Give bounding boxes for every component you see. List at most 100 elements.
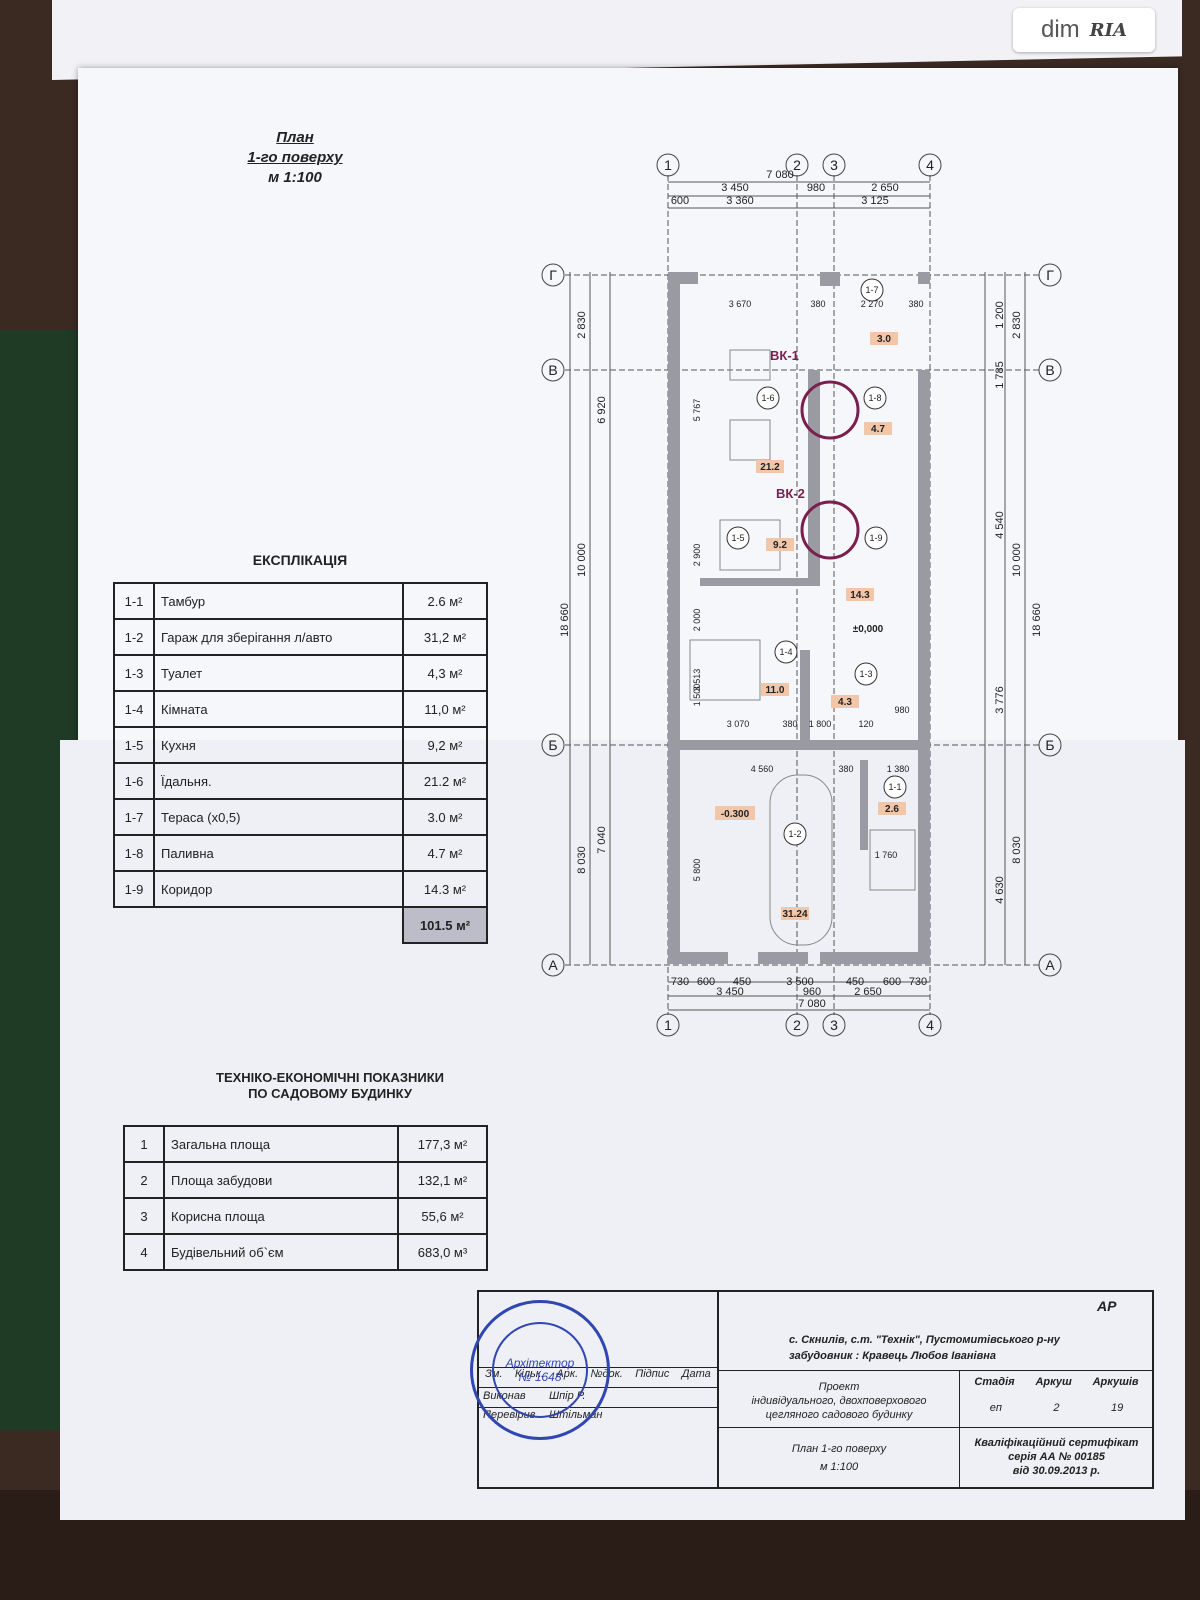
room-area-highlight <box>761 683 789 696</box>
explication-name: Кімната <box>153 690 404 728</box>
explication-area: 11,0 м² <box>402 690 488 728</box>
explication-name: Туалет <box>153 654 404 692</box>
dim-right-c: 1 785 <box>994 361 1006 389</box>
dim-ria-watermark: dim RIA <box>1013 8 1155 52</box>
dim-right-g: 3 776 <box>994 686 1006 714</box>
explication-num: 1-6 <box>113 762 155 800</box>
indicator-num: 4 <box>123 1233 165 1271</box>
room-id: 1-7 <box>865 285 878 295</box>
explication-name: Тераса (х0,5) <box>153 798 404 836</box>
dim-right-a: 2 830 <box>1011 311 1023 339</box>
room-area-highlight <box>870 332 898 345</box>
explication-area: 4,3 м² <box>402 654 488 692</box>
axis-bottom-3: 3 <box>830 1017 838 1033</box>
dim-bottom-j: 2 650 <box>854 986 882 998</box>
room-id: 1-9 <box>869 533 882 543</box>
stamp-inner: Архітектор № 1648 <box>492 1322 588 1418</box>
dim-bottom-b: 600 <box>697 976 715 988</box>
inner-dimension: 380 <box>810 299 825 309</box>
room-area-highlight <box>756 460 784 473</box>
room-marker-circle <box>783 822 807 846</box>
room-area: 11.0 <box>766 685 785 696</box>
room-area: 21.2 <box>760 462 780 473</box>
inner-dimension: 4 560 <box>751 764 774 774</box>
room-area-highlight <box>846 588 874 601</box>
indicator-num: 1 <box>123 1125 165 1163</box>
indicator-name: Площа забудови <box>163 1161 399 1199</box>
inner-dimension: 5 800 <box>692 859 702 882</box>
sheet-values: еп 2 19 <box>964 1402 1149 1414</box>
explication-total: 101.5 м² <box>402 906 488 944</box>
cert-line2: серія АА № 00185 <box>1008 1451 1105 1463</box>
dim-bottom-f: 600 <box>883 976 901 988</box>
project-description: Проект індивідуального, двохповерхового … <box>729 1380 949 1422</box>
room-area-highlight <box>831 695 859 708</box>
vk2-label: ВК-2 <box>776 486 805 501</box>
explication-name: Тамбур <box>153 582 404 620</box>
dim-bottom-c: 450 <box>733 976 751 988</box>
indicator-num: 2 <box>123 1161 165 1199</box>
axis-top-3: 3 <box>830 157 838 173</box>
levels-and-vk: ±0,000 -0.300 ВК-1 ВК-2 <box>715 348 884 820</box>
dim-left-b: 6 920 <box>596 396 608 424</box>
sheet-scale: м 1:100 <box>819 1461 859 1473</box>
watermark-dim: dim <box>1040 16 1080 43</box>
header-data: Дата <box>681 1368 711 1380</box>
indicator-name: Загальна площа <box>163 1125 399 1163</box>
axis-right-g: Г <box>1046 267 1054 283</box>
dim-right-f: 18 660 <box>1031 603 1043 637</box>
room-id: 1-6 <box>761 393 774 403</box>
room-marker-circle <box>854 662 878 686</box>
dimension-labels: 7 080 3 450 980 2 650 600 3 360 3 125 73… <box>559 169 1043 1010</box>
stamp-title: Архітектор <box>505 1356 575 1370</box>
explication-area: 31,2 м² <box>402 618 488 656</box>
dim-bottom-i: 960 <box>803 986 821 998</box>
inner-dimension: 2 900 <box>692 544 702 567</box>
explication-area: 14.3 м² <box>402 870 488 908</box>
room-area-highlight <box>781 907 809 920</box>
dim-top-c: 2 650 <box>871 182 899 194</box>
sheets-value: 19 <box>1111 1402 1124 1414</box>
dim-top-a: 3 450 <box>721 182 749 194</box>
dim-top-d: 600 <box>671 195 689 207</box>
room-id: 1-1 <box>888 782 901 792</box>
sheet-title-block: План 1-го поверху м 1:100 <box>729 1440 949 1476</box>
dim-top-f: 3 125 <box>861 195 889 207</box>
indicators-title-line2: ПО САДОВОМУ БУДИНКУ <box>248 1086 412 1101</box>
explication-area: 9,2 м² <box>402 726 488 764</box>
room-marker-circle <box>860 278 884 302</box>
vk1-label: ВК-1 <box>770 348 799 363</box>
header-stage: Стадія <box>974 1376 1015 1388</box>
inner-dimension: 380 <box>908 299 923 309</box>
room-area: 14.3 <box>850 590 870 601</box>
drawing-code: АР <box>1097 1298 1117 1314</box>
inner-dimension: 2 270 <box>861 299 884 309</box>
sheet-headers: Стадія Аркуш Аркушів <box>964 1376 1149 1388</box>
dim-bottom-total: 7 080 <box>798 998 826 1010</box>
inner-dimension: 120 <box>858 719 873 729</box>
project-line1: Проект <box>818 1381 860 1393</box>
cert-line1: Кваліфікаційний сертифікат <box>974 1437 1139 1449</box>
explication-num: 1-1 <box>113 582 155 620</box>
dim-bottom-d: 3 500 <box>786 976 814 988</box>
inner-dimension: 3 513 <box>692 669 702 692</box>
watermark-ria-logo: RIA <box>1089 19 1128 41</box>
dimension-lines <box>565 175 1040 1015</box>
room-markers: 1-73.01-621.21-84.71-59.21-914.31-411.01… <box>726 278 907 920</box>
room-marker-circle <box>863 386 887 410</box>
indicator-value: 683,0 м³ <box>397 1233 488 1271</box>
axis-right-b: Б <box>1045 737 1054 753</box>
dim-right-h: 8 030 <box>1011 836 1023 864</box>
dim-top-e: 3 360 <box>726 195 754 207</box>
project-line3: цегляного садового будинку <box>765 1409 913 1421</box>
dim-left-d: 18 660 <box>559 603 571 637</box>
axis-bottom-2: 2 <box>793 1017 801 1033</box>
explication-num: 1-2 <box>113 618 155 656</box>
inner-dimension: 2 000 <box>692 609 702 632</box>
explication-area: 4.7 м² <box>402 834 488 872</box>
dim-left-c: 10 000 <box>576 543 588 577</box>
